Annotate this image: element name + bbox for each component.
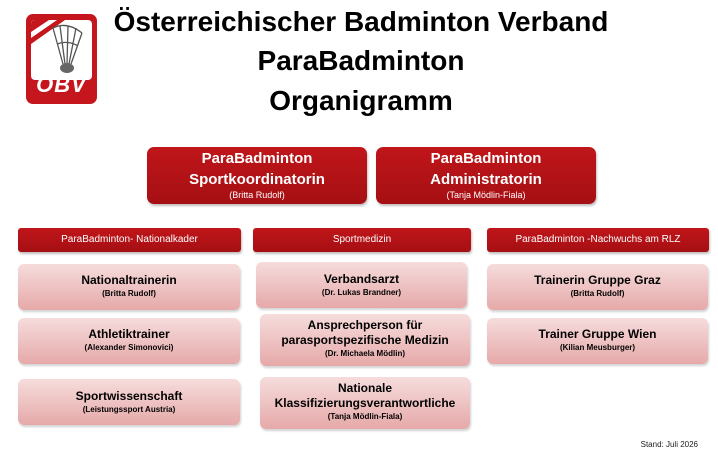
role-administratorin: ParaBadminton Administratorin (Tanja Möd… <box>376 147 596 204</box>
node-title: Athletiktrainer <box>88 327 170 341</box>
stand-date: Stand: Juli 2026 <box>640 440 698 449</box>
node-person: (Britta Rudolf) <box>102 289 156 298</box>
node-title: Sportwissenschaft <box>75 389 183 403</box>
category-nationalkader: ParaBadminton- Nationalkader <box>18 228 241 252</box>
org-node-verbandsarzt: Verbandsarzt (Dr. Lukas Brandner) <box>256 262 467 308</box>
org-node-sportwissenschaft: Sportwissenschaft (Leistungssport Austri… <box>18 379 240 425</box>
role-person: (Britta Rudolf) <box>229 190 285 200</box>
role-title-line1: ParaBadminton <box>430 150 542 167</box>
node-person: (Britta Rudolf) <box>570 289 625 298</box>
page-subtitle: ParaBadminton <box>257 45 465 76</box>
node-person: (Leistungssport Austria) <box>82 405 176 414</box>
shuttlecock-area <box>31 20 92 80</box>
role-title-line2: Sportkoordinatorin <box>189 171 325 188</box>
role-person: (Tanja Mödlin-Fiala) <box>446 190 526 200</box>
category-nachwuchs: ParaBadminton -Nachwuchs am RLZ <box>487 228 709 252</box>
shuttlecock-icon <box>31 20 83 73</box>
node-person: (Kilian Meusburger) <box>559 343 636 352</box>
org-node-nationaltrainerin: Nationaltrainerin (Britta Rudolf) <box>18 264 240 310</box>
role-title-line2: Administratorin <box>430 171 542 188</box>
category-sportmedizin: Sportmedizin <box>253 228 471 252</box>
node-person: (Tanja Mödlin-Fiala) <box>327 412 403 421</box>
page-heading: Organigramm <box>269 85 453 116</box>
org-node-athletiktrainer: Athletiktrainer (Alexander Simonovici) <box>18 318 240 364</box>
obv-logo: ÖBV <box>26 14 97 104</box>
node-title-line1: Ansprechperson für <box>307 318 423 332</box>
org-node-klassifizierung: Nationale Klassifizierungsverantwortlich… <box>260 377 470 429</box>
role-sportkoordinatorin: ParaBadminton Sportkoordinatorin (Britta… <box>147 147 367 204</box>
logo-text: ÖBV <box>36 72 87 97</box>
node-person: (Alexander Simonovici) <box>84 343 174 352</box>
org-node-gruppe-wien: Trainer Gruppe Wien (Kilian Meusburger) <box>487 318 708 364</box>
node-title-line1: Nationale <box>337 381 392 395</box>
node-person: (Dr. Michaela Mödlin) <box>324 349 405 358</box>
node-title: Nationaltrainerin <box>81 273 177 287</box>
node-title: Trainerin Gruppe Graz <box>534 273 661 287</box>
node-title: Verbandsarzt <box>323 272 400 286</box>
org-node-parasport-medizin: Ansprechperson für parasportspezifische … <box>260 314 470 366</box>
org-node-gruppe-graz: Trainerin Gruppe Graz (Britta Rudolf) <box>487 264 708 310</box>
page-title: Österreichischer Badminton Verband <box>113 6 609 37</box>
role-title-line1: ParaBadminton <box>201 150 313 167</box>
node-title-line2: parasportspezifische Medizin <box>281 333 449 347</box>
node-person: (Dr. Lukas Brandner) <box>321 288 402 297</box>
node-title-line2: Klassifizierungsverantwortliche <box>274 396 456 410</box>
node-title: Trainer Gruppe Wien <box>538 327 657 341</box>
